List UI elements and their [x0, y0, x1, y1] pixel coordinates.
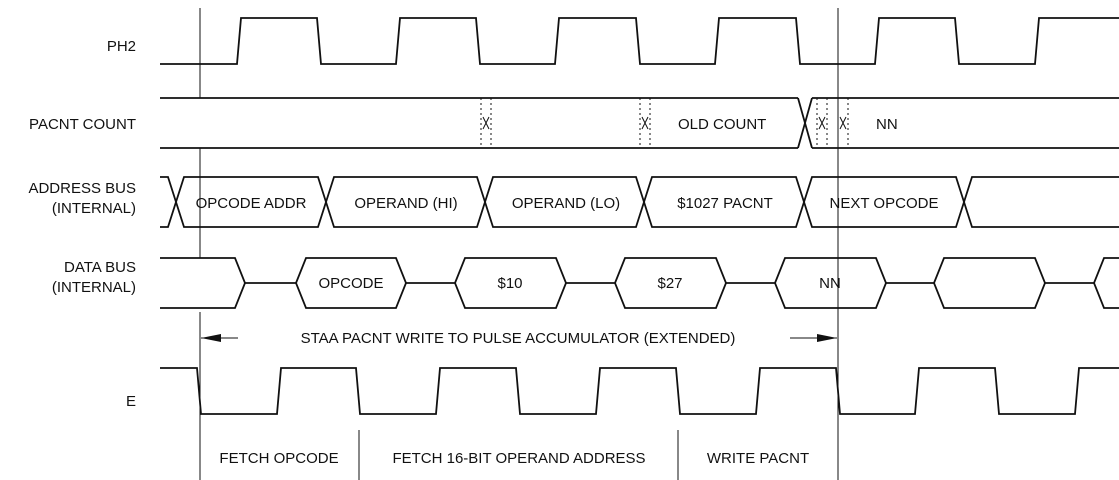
- ph2-waveform: [160, 17, 1119, 65]
- e-label: E: [126, 393, 136, 410]
- pacnt-transition-marks: [480, 98, 849, 148]
- data-opcode: OPCODE: [318, 275, 383, 292]
- span-right-arrowhead: [817, 334, 837, 342]
- phase-write-pacnt: WRITE PACNT: [707, 450, 809, 467]
- pacnt-count-waveform: OLD COUNT NN: [160, 97, 1119, 149]
- address-pacnt: $1027 PACNT: [677, 195, 773, 212]
- phase-fetch-operand-address: FETCH 16-BIT OPERAND ADDRESS: [392, 450, 645, 467]
- phase-row: FETCH OPCODE FETCH 16-BIT OPERAND ADDRES…: [219, 430, 809, 480]
- address-bus-label: ADDRESS BUS: [28, 180, 136, 197]
- data-10: $10: [497, 275, 522, 292]
- address-next-opcode: NEXT OPCODE: [830, 195, 939, 212]
- instruction-label: STAA PACNT WRITE TO PULSE ACCUMULATOR (E…: [301, 330, 736, 347]
- data-bus-waveform: OPCODE $10 $27 NN: [160, 257, 1119, 309]
- data-bus-label: DATA BUS: [64, 259, 136, 276]
- signal-labels: PH2 PACNT COUNT ADDRESS BUS (INTERNAL) D…: [28, 38, 136, 410]
- address-bus-sublabel: (INTERNAL): [52, 200, 136, 217]
- data-nn: NN: [819, 275, 841, 292]
- pacnt-new-count: NN: [876, 116, 898, 133]
- ph2-label: PH2: [107, 38, 136, 55]
- pacnt-count-label: PACNT COUNT: [29, 116, 136, 133]
- data-cell-next: [933, 257, 1046, 309]
- address-bus-waveform: OPCODE ADDR OPERAND (HI) OPERAND (LO) $1…: [160, 176, 1119, 228]
- span-left-arrowhead: [201, 334, 221, 342]
- data-bus-sublabel: (INTERNAL): [52, 279, 136, 296]
- address-operand-hi: OPERAND (HI): [354, 195, 457, 212]
- e-waveform: [160, 367, 1119, 415]
- instruction-span: STAA PACNT WRITE TO PULSE ACCUMULATOR (E…: [201, 330, 837, 347]
- address-operand-lo: OPERAND (LO): [512, 195, 620, 212]
- address-opcode-addr: OPCODE ADDR: [196, 195, 307, 212]
- pacnt-old-count: OLD COUNT: [678, 116, 766, 133]
- data-27: $27: [657, 275, 682, 292]
- phase-fetch-opcode: FETCH OPCODE: [219, 450, 338, 467]
